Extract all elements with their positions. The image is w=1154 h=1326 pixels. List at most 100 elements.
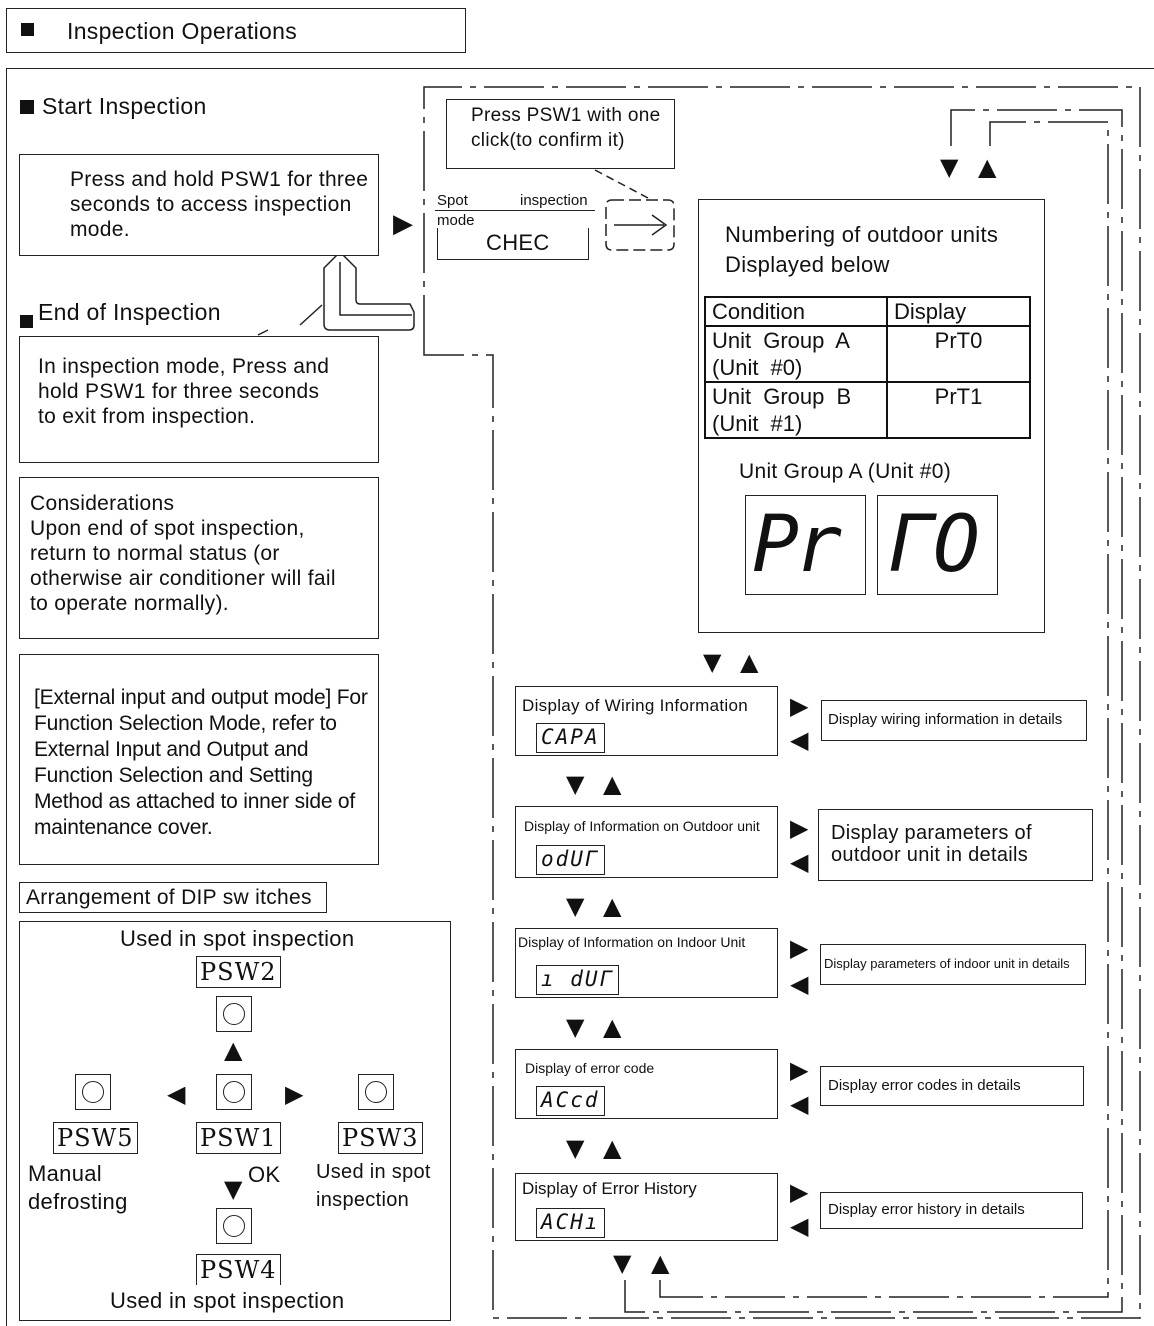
right-arrow-icon: ▶	[790, 934, 809, 962]
chec-display-text: CHEC	[486, 230, 550, 255]
psw2-button[interactable]	[216, 996, 252, 1032]
psw1-button[interactable]	[216, 1074, 252, 1110]
menu-item-wiring: Display of Wiring Information CAPA	[515, 686, 778, 756]
start-text: Press and hold PSW1 for three seconds to…	[70, 168, 369, 241]
psw4-label: PSW4	[196, 1254, 281, 1285]
dip-top-caption: Used in spot inspection	[120, 926, 355, 951]
right-arrow-icon: ▶	[285, 1080, 304, 1108]
page-title: Inspection Operations	[67, 18, 298, 44]
row-condition: Unit Group A (Unit #0)	[704, 325, 888, 383]
detail-text: Display error codes in details	[828, 1077, 1021, 1094]
dip-title: Arrangement of DIP sw itches	[26, 886, 312, 909]
numbering-panel: Numbering of outdoor units Displayed bel…	[698, 199, 1045, 633]
menu-item-title: Display of Information on Outdoor unit	[524, 818, 760, 834]
end-box: In inspection mode, Press and hold PSW1 …	[19, 336, 379, 463]
numbering-table: Condition Display Unit Group A (Unit #0)…	[704, 296, 1031, 439]
row-condition: Unit Group B (Unit #1)	[704, 381, 888, 439]
right-arrow-icon: ▶	[790, 1178, 809, 1206]
header-box: Inspection Operations	[6, 8, 466, 53]
menu-item-code: CAPA	[536, 723, 605, 753]
confirm-text: Press PSW1 with one click(to confirm it)	[471, 105, 661, 151]
left-arrow-icon: ◀	[167, 1080, 186, 1108]
psw5-label: PSW5	[53, 1122, 138, 1154]
up-arrow-icon: ▲	[603, 770, 622, 798]
up-arrow-icon: ▲	[603, 1013, 622, 1041]
left-arrow-icon: ◀	[790, 970, 809, 998]
up-arrow-icon: ▲	[603, 892, 622, 920]
down-arrow-icon: ▼	[566, 1134, 585, 1162]
bullet-square-icon	[20, 315, 33, 328]
psw5-button[interactable]	[75, 1074, 111, 1110]
detail-box-error-code: Display error codes in details	[820, 1066, 1084, 1106]
detail-text: Display parameters of outdoor unit in de…	[831, 822, 1032, 866]
dip-panel: Used in spot inspection PSW2 ▲ ◀ ▶ PSW5 …	[19, 921, 451, 1321]
detail-text: Display error history in details	[828, 1201, 1025, 1218]
detail-box-error-history: Display error history in details	[820, 1192, 1083, 1229]
down-arrow-icon: ▼	[566, 892, 585, 920]
outer-frame	[6, 68, 1154, 1326]
end-text: In inspection mode, Press and hold PSW1 …	[38, 355, 330, 428]
detail-box-outdoor: Display parameters of outdoor unit in de…	[818, 809, 1093, 881]
start-heading: Start Inspection	[42, 93, 207, 119]
psw3-button[interactable]	[358, 1074, 394, 1110]
menu-item-indoor: Display of Information on Indoor Unit ı …	[515, 928, 778, 998]
up-arrow-icon: ▲	[978, 153, 997, 181]
chec-display: CHEC	[437, 228, 589, 260]
numbering-title: Numbering of outdoor units Displayed bel…	[725, 222, 999, 277]
detail-box-indoor: Display parameters of indoor unit in det…	[820, 944, 1086, 985]
down-arrow-icon: ▼	[613, 1249, 632, 1277]
menu-item-error-code: Display of error code ACcd	[515, 1049, 778, 1119]
right-arrow-icon: ▶	[790, 1056, 809, 1084]
psw3-label: PSW3	[338, 1122, 423, 1154]
down-arrow-icon: ▼	[566, 770, 585, 798]
menu-item-code: ı dUΓ	[536, 965, 620, 995]
detail-text: Display parameters of indoor unit in det…	[824, 956, 1070, 971]
table-row: Unit Group B (Unit #1) PrT1	[704, 381, 1031, 439]
down-arrow-icon: ▼	[703, 648, 722, 676]
ok-label: OK	[248, 1162, 281, 1187]
menu-item-code: ACcd	[536, 1086, 605, 1116]
digit-display-right-text: ΓO	[888, 500, 980, 590]
example-caption: Unit Group A (Unit #0)	[739, 460, 952, 483]
external-mode-text: [External input and output mode] For Fun…	[34, 686, 368, 839]
menu-item-error-history: Display of Error History ACHı	[515, 1173, 778, 1241]
considerations-text: Considerations Upon end of spot inspecti…	[30, 492, 336, 615]
menu-item-title: Display of Information on Indoor Unit	[518, 934, 746, 950]
bullet-square-icon	[20, 100, 34, 114]
right-arrow-icon: ▶	[393, 209, 413, 239]
up-arrow-icon: ▲	[603, 1134, 622, 1162]
psw4-button[interactable]	[216, 1208, 252, 1244]
right-arrow-icon: ▶	[790, 692, 809, 720]
bullet-square-icon	[21, 23, 34, 36]
spot-mode-label-3: mode	[437, 212, 475, 229]
table-row: Unit Group A (Unit #0) PrT0	[704, 325, 1031, 383]
detail-text: Display wiring information in details	[828, 711, 1063, 728]
psw5-caption: Manual defrosting	[28, 1161, 128, 1214]
left-arrow-icon: ◀	[790, 726, 809, 754]
menu-item-outdoor: Display of Information on Outdoor unit o…	[515, 806, 778, 878]
down-arrow-icon: ▼	[566, 1013, 585, 1041]
end-heading: End of Inspection	[38, 299, 221, 325]
right-arrow-icon: ▶	[790, 814, 809, 842]
considerations-box: Considerations Upon end of spot inspecti…	[19, 477, 379, 639]
row-display: PrT1	[886, 381, 1031, 439]
menu-item-title: Display of Wiring Information	[522, 696, 748, 715]
spot-mode-rule	[435, 210, 595, 211]
table-header-condition: Condition	[704, 296, 888, 327]
left-arrow-icon: ◀	[790, 848, 809, 876]
spot-mode-label-1: Spot	[437, 192, 468, 209]
spot-mode-label-2: inspection	[520, 192, 588, 209]
up-arrow-icon: ▲	[224, 1036, 243, 1064]
up-arrow-icon: ▲	[740, 648, 759, 676]
down-arrow-icon: ▼	[940, 153, 959, 181]
down-arrow-icon: ▼	[224, 1175, 243, 1203]
digit-display-left: Pr	[745, 495, 866, 595]
digit-display-left-text: Pr	[752, 500, 842, 590]
dip-title-box: Arrangement of DIP sw itches	[19, 882, 327, 913]
dip-bottom-caption: Used in spot inspection	[110, 1288, 345, 1313]
left-arrow-icon: ◀	[790, 1212, 809, 1240]
psw2-label: PSW2	[196, 956, 281, 988]
digit-display-right: ΓO	[877, 495, 998, 595]
start-box: Press and hold PSW1 for three seconds to…	[19, 154, 379, 256]
